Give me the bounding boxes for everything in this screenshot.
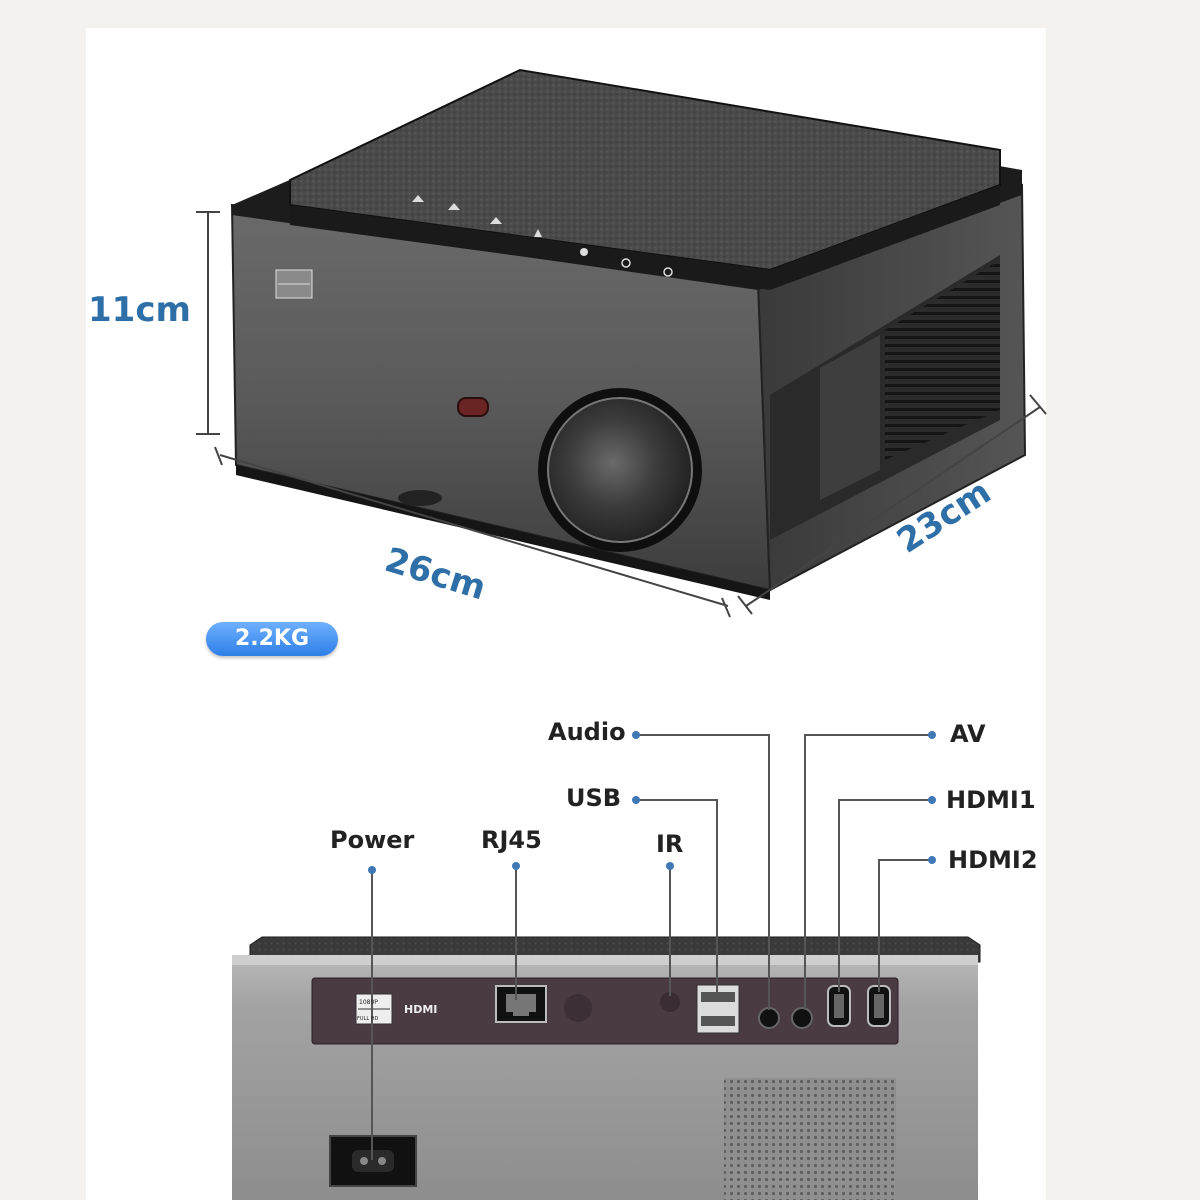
label-hdmi2: HDMI2 [948, 846, 1038, 874]
callout-lines [371, 734, 932, 1160]
audio-jack [758, 1007, 780, 1029]
projector-lens [548, 398, 692, 542]
label-ir: IR [656, 830, 684, 858]
hdmi-logo: HDMI [404, 1003, 437, 1016]
label-power: Power [330, 826, 415, 854]
av-jack [791, 1007, 813, 1029]
badge-1080p: 1080P [359, 999, 378, 1006]
ir-receiver [660, 992, 680, 1012]
weight-badge: 2.2KG [206, 622, 338, 656]
dimension-lines [196, 211, 1047, 618]
ir-window [457, 397, 489, 417]
label-audio: Audio [548, 718, 626, 746]
port-panel [311, 977, 899, 1045]
badge-fullhd: FULL HD [357, 1016, 378, 1022]
label-hdmi1: HDMI1 [946, 786, 1036, 814]
label-usb: USB [566, 784, 622, 812]
label-av: AV [950, 720, 986, 748]
touch-control-icons [412, 195, 673, 277]
callout-dots [368, 731, 936, 874]
height-label: 11cm [88, 290, 191, 330]
label-rj45: RJ45 [481, 826, 542, 854]
speaker-grille [724, 1078, 896, 1200]
